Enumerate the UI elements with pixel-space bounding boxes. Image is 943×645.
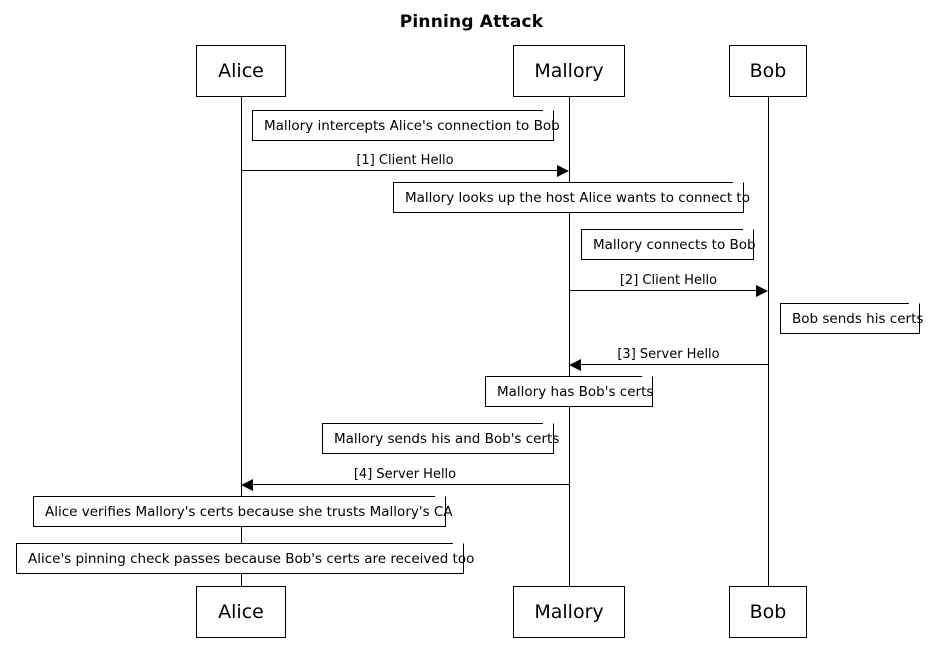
note-text: Bob sends his certs <box>792 310 924 327</box>
actor-box-bob-top[interactable]: Bob <box>729 45 807 97</box>
note-text: Alice's pinning check passes because Bob… <box>28 550 475 567</box>
note-text: Mallory connects to Bob <box>593 236 756 253</box>
note-text: Mallory sends his and Bob's certs <box>334 430 560 447</box>
note-mallory-has-bobs-certs: Mallory has Bob's certs <box>485 376 653 407</box>
note-mallory-looks-up-host: Mallory looks up the host Alice wants to… <box>393 182 750 213</box>
note-alice-pinning-check: Alice's pinning check passes because Bob… <box>16 543 474 574</box>
note-mallory-connects-to-bob: Mallory connects to Bob <box>581 229 756 260</box>
message-arrowhead-2 <box>756 285 768 297</box>
message-label-3: [3] Server Hello <box>617 347 720 362</box>
note-fold-icon <box>733 182 744 193</box>
note-fold-icon <box>642 376 653 387</box>
message-arrowhead-4 <box>241 479 253 491</box>
note-mallory-sends-certs: Mallory sends his and Bob's certs <box>322 423 559 454</box>
note-mallory-intercepts: Mallory intercepts Alice's connection to… <box>252 110 560 141</box>
note-text: Mallory intercepts Alice's connection to… <box>264 117 560 134</box>
note-alice-verifies-certs: Alice verifies Mallory's certs because s… <box>33 496 453 527</box>
message-label-1: [1] Client Hello <box>356 153 454 168</box>
actor-label-bob-bottom: Bob <box>749 601 787 623</box>
lifeline-bob <box>768 97 769 590</box>
actor-label-mallory-top: Mallory <box>534 60 604 82</box>
actor-box-alice-top[interactable]: Alice <box>196 45 286 97</box>
note-fold-icon <box>453 543 464 554</box>
note-text: Mallory looks up the host Alice wants to… <box>405 189 750 206</box>
message-label-4: [4] Server Hello <box>353 467 457 482</box>
actor-box-alice-bottom[interactable]: Alice <box>196 586 286 638</box>
lifeline-mallory <box>569 97 570 590</box>
message-line-4 <box>253 484 569 486</box>
actor-label-bob-top: Bob <box>749 60 787 82</box>
note-text: Alice verifies Mallory's certs because s… <box>45 503 453 520</box>
actor-label-alice-bottom: Alice <box>218 601 264 623</box>
note-fold-icon <box>909 303 920 314</box>
note-bob-sends-certs: Bob sends his certs <box>780 303 924 334</box>
actor-box-mallory-bottom[interactable]: Mallory <box>513 586 625 638</box>
note-fold-icon <box>743 229 754 240</box>
message-label-2: [2] Client Hello <box>619 273 718 288</box>
message-line-2 <box>569 290 757 292</box>
message-arrowhead-3 <box>569 359 581 371</box>
note-text: Mallory has Bob's certs <box>497 383 654 400</box>
actor-label-mallory-bottom: Mallory <box>534 601 604 623</box>
note-fold-icon <box>435 496 446 507</box>
actor-box-mallory-top[interactable]: Mallory <box>513 45 625 97</box>
actor-box-bob-bottom[interactable]: Bob <box>729 586 807 638</box>
page-title: Pinning Attack <box>399 12 544 32</box>
note-fold-icon <box>543 423 554 434</box>
message-line-1 <box>241 170 558 172</box>
lifeline-alice <box>241 97 242 590</box>
note-fold-icon <box>543 110 554 121</box>
message-arrowhead-1 <box>557 165 569 177</box>
actor-label-alice-top: Alice <box>218 60 264 82</box>
message-line-3 <box>581 364 769 366</box>
